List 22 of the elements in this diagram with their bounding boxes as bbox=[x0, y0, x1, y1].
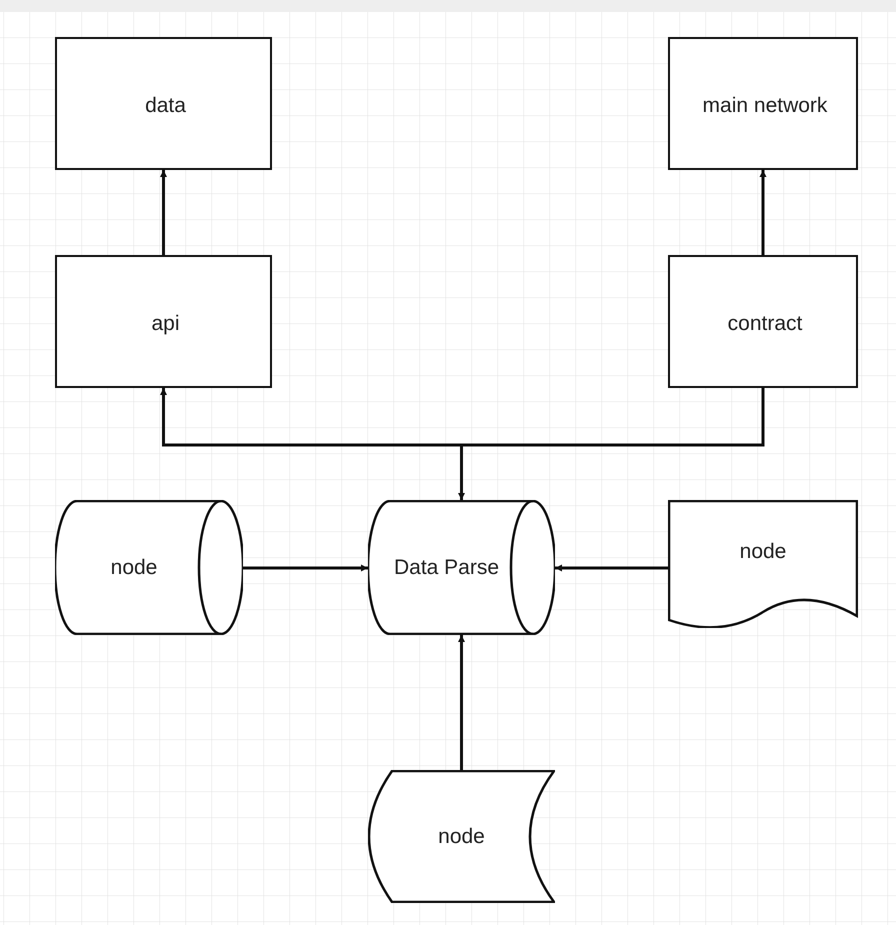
arrow bbox=[555, 564, 668, 572]
node-label: node bbox=[738, 539, 788, 565]
arrow bbox=[458, 388, 764, 500]
stored-data-shape bbox=[368, 770, 555, 903]
node-label: node bbox=[437, 824, 486, 850]
process-box bbox=[55, 37, 272, 170]
document-shape bbox=[668, 500, 858, 628]
process-box bbox=[55, 255, 272, 388]
node-label: main network bbox=[702, 92, 828, 118]
arrow bbox=[458, 635, 465, 770]
node-label: Data Parse bbox=[392, 554, 500, 580]
node-label: contract bbox=[726, 310, 804, 336]
process-box bbox=[668, 37, 858, 170]
arrow bbox=[160, 170, 167, 255]
arrow bbox=[243, 564, 368, 572]
process-box bbox=[668, 255, 858, 388]
arrow bbox=[760, 170, 766, 255]
node-label: api bbox=[150, 310, 181, 336]
cylinder-shape bbox=[55, 500, 243, 635]
node-label: data bbox=[144, 92, 187, 118]
node-label: node bbox=[110, 554, 158, 580]
cylinder-shape bbox=[368, 500, 555, 635]
